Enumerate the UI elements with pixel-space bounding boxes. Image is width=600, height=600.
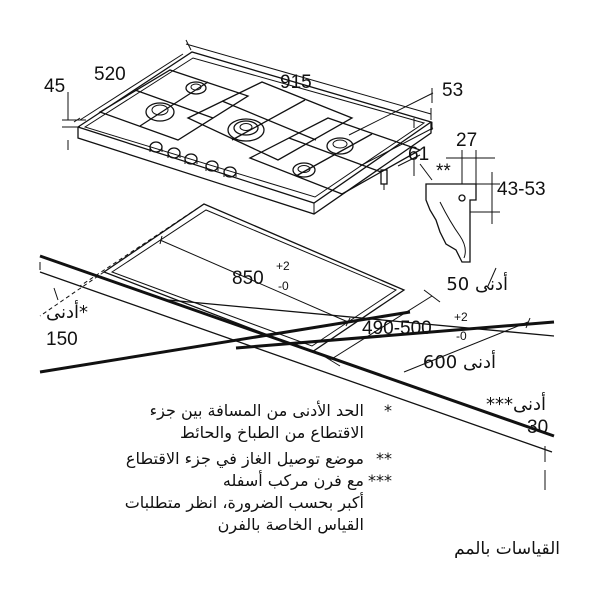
note-1-marker: * — [384, 401, 392, 420]
dim-915: 915 — [280, 72, 312, 93]
dim-850: 850 +2 -0 — [232, 259, 290, 293]
pan-supports — [98, 69, 422, 195]
note-1: * الحد الأدنى من المسافة بين جزء الاقتطا… — [70, 400, 392, 444]
control-knobs — [149, 141, 237, 178]
burners — [145, 81, 354, 178]
dim-850-tol-lower: -0 — [278, 279, 289, 293]
note-1-line-2: الاقتطاع من الطباخ والحائط — [180, 423, 364, 442]
dim-min-30-label: ***أدنى — [486, 392, 546, 415]
dim-850-tol-upper: +2 — [276, 259, 290, 273]
mounting-bracket-detail — [419, 150, 500, 263]
gas-connection-marker: ** — [436, 161, 451, 182]
dim-min-150-label: أدنى* — [46, 300, 88, 323]
note-3-marker: *** — [368, 471, 392, 490]
dim-45: 45 — [44, 76, 65, 97]
dim-min-600: أدنى 600 — [423, 350, 496, 373]
dim-min-50: أدنى 50 — [446, 272, 508, 295]
dim-min-30-value: 30 — [527, 417, 548, 438]
note-3-line-3: القياس الخاصة بالفرن — [217, 515, 364, 534]
gas-connection — [380, 169, 388, 190]
cutout — [39, 203, 406, 353]
dimension-lines-top — [62, 39, 434, 176]
dim-27: 27 — [456, 130, 477, 151]
dim-850-value: 850 — [232, 268, 264, 289]
note-2-line-1: موضع توصيل الغاز في جزء الاقتطاع — [125, 449, 364, 468]
dim-520: 520 — [94, 64, 126, 85]
units-label: القياسات بالمم — [454, 539, 560, 559]
dim-min-150-value: 150 — [46, 329, 78, 350]
note-2-marker: ** — [376, 449, 392, 468]
note-3-line-2: أكبر بحسب الضرورة، انظر متطلبات — [124, 493, 364, 512]
dim-490-500-tol-upper: +2 — [454, 310, 468, 324]
footnotes: * الحد الأدنى من المسافة بين جزء الاقتطا… — [70, 400, 392, 536]
note-3: *** مع فرن مركب أسفله أكبر بحسب الضرورة،… — [70, 470, 392, 536]
note-2: ** موضع توصيل الغاز في جزء الاقتطاع — [70, 448, 392, 470]
dim-53: 53 — [442, 80, 463, 101]
dim-490-500-tol-lower: -0 — [456, 329, 467, 343]
hob-body — [76, 51, 433, 215]
dim-43-53: 43-53 — [497, 179, 546, 200]
dim-490-500: 490-500 +2 -0 — [362, 310, 468, 343]
note-3-line-1: مع فرن مركب أسفله — [222, 471, 364, 490]
note-1-line-1: الحد الأدنى من المسافة بين جزء — [149, 401, 364, 420]
dim-490-500-value: 490-500 — [362, 318, 432, 339]
cutout-dimension-lines — [53, 235, 546, 490]
dim-61: 61 — [408, 144, 429, 165]
